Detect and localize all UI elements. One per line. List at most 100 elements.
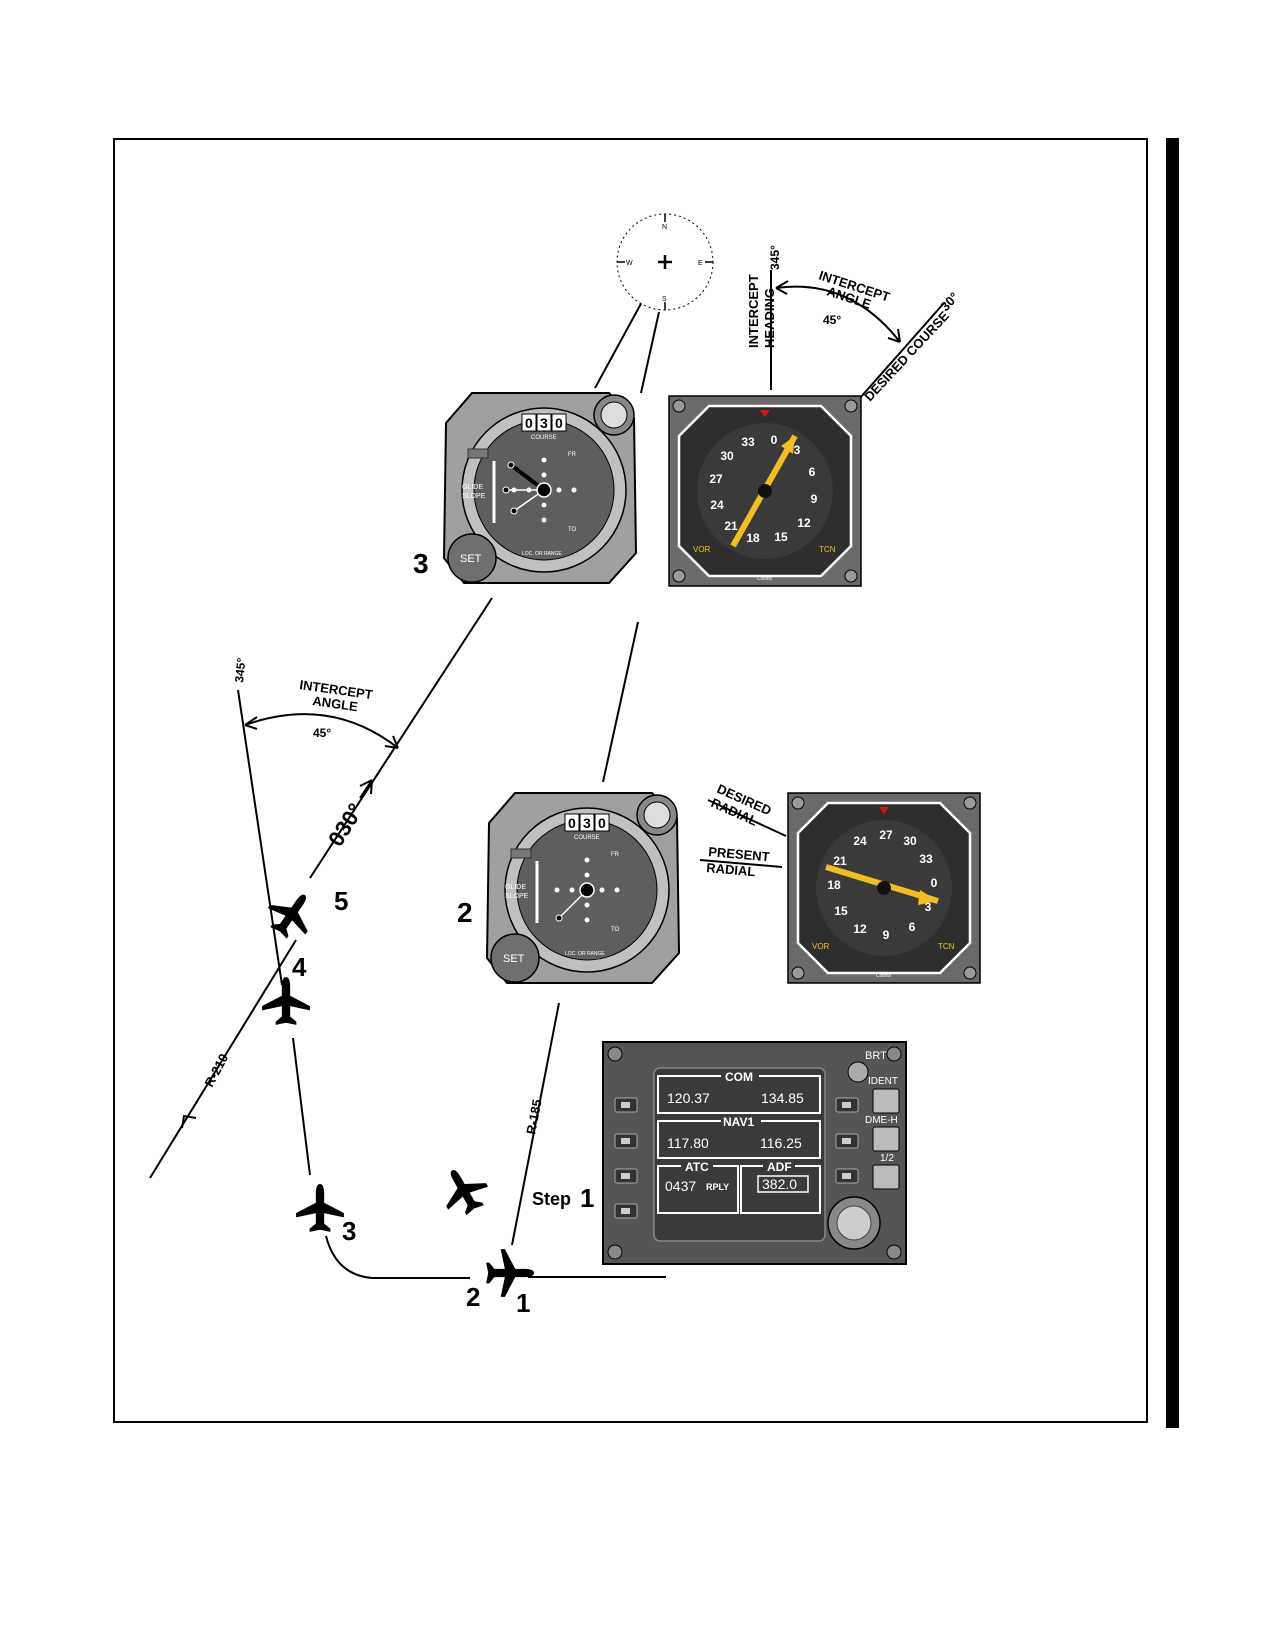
cdi3-glide: GLIDE <box>462 484 483 491</box>
hsi2-tick-30: 30 <box>903 834 917 848</box>
hsi3-tick-30: 30 <box>720 449 734 463</box>
brt-label: BRT <box>865 1050 887 1062</box>
hsi2-tick-0: 0 <box>931 876 938 890</box>
hsi2-vor: VOR <box>812 942 830 951</box>
hsi2-tick-33: 33 <box>919 852 933 866</box>
hsi3-tick-15: 15 <box>774 530 788 544</box>
cdi3-course-digit-1: 0 <box>525 415 533 431</box>
cdi2-slope: SLOPE <box>505 893 529 900</box>
cdi3-slope: SLOPE <box>462 493 486 500</box>
position-label-1: 1 <box>516 1288 530 1318</box>
hsi3-lubber <box>760 410 770 417</box>
cdi-middle: 0 3 0 COURSE GLIDE SLOPE FR TO LOC. OR R… <box>485 792 681 984</box>
angle-45-right: 45° <box>823 313 841 327</box>
hsi3-tick-6: 6 <box>809 465 816 479</box>
cdi3-set-knob: SET <box>460 553 482 565</box>
hsi3-tick-12: 12 <box>797 516 811 530</box>
hsi2-tick-27: 27 <box>879 828 893 842</box>
com-title: COM <box>725 1070 753 1084</box>
intercept-heading-label-1: INTERCEPT <box>746 274 761 348</box>
cdi-upper: 0 3 0 COURSE GLIDE SLOPE FR TO LOC. OR R… <box>442 392 638 584</box>
compass-e: E <box>698 260 703 267</box>
present-radial-label-1: PRESENT <box>708 844 771 864</box>
plane-position-3 <box>296 1184 344 1232</box>
flight-path <box>149 299 666 1279</box>
radial-185-label: R-185 <box>523 1098 544 1136</box>
radial-210-line <box>149 939 297 1179</box>
position-label-5: 5 <box>334 886 348 916</box>
hsi3-tick-33: 33 <box>741 435 755 449</box>
angle-label-left: ANGLE <box>312 693 359 714</box>
dme-hold-button[interactable] <box>872 1126 900 1152</box>
cdi2-course-digit-2: 3 <box>583 815 591 831</box>
cdi2-range-label: LOC. OR RANGE <box>565 951 605 957</box>
left-select-buttons <box>614 1097 638 1219</box>
position-label-4: 4 <box>292 952 307 982</box>
cdi3-range-label: LOC. OR RANGE <box>522 551 562 557</box>
compass-n: N <box>662 224 667 231</box>
cdi2-set-knob: SET <box>503 953 525 965</box>
hsi3-tick-21: 21 <box>724 519 738 533</box>
hsi3-tcn: TCN <box>819 545 836 554</box>
atc-code: 0437 <box>665 1178 696 1194</box>
cdi2-course-digit-1: 0 <box>568 815 576 831</box>
ident-label: IDENT <box>868 1076 898 1087</box>
figure-frame <box>113 138 1148 1423</box>
hsi2-tick-24: 24 <box>853 834 867 848</box>
cdi2-course-label: COURSE <box>574 835 600 841</box>
dme-label: DME-H <box>865 1115 898 1126</box>
adf-title: ADF <box>767 1160 792 1174</box>
nav-active-freq: 117.80 <box>667 1135 709 1151</box>
nav-standby-freq: 116.25 <box>760 1135 802 1151</box>
step-word: Step <box>532 1189 571 1209</box>
atc-title: ATC <box>685 1160 709 1174</box>
compass-s: S <box>662 296 667 303</box>
com-standby-freq: 134.85 <box>761 1090 804 1106</box>
cdi2-course-digit-3: 0 <box>598 815 606 831</box>
atc-mode: RPLY <box>706 1182 729 1192</box>
hsi2-tick-12: 12 <box>853 922 867 936</box>
hsi2-tick-9: 9 <box>883 928 890 942</box>
nav-title: NAV1 <box>723 1115 754 1129</box>
hsi2-tick-15: 15 <box>834 904 848 918</box>
brightness-knob[interactable] <box>847 1061 869 1083</box>
hsi2-tick-3: 3 <box>925 900 932 914</box>
hsi3-tick-24: 24 <box>710 498 724 512</box>
cdi3-course-digit-3: 0 <box>555 415 563 431</box>
course-030-label: 030° <box>323 799 368 851</box>
hsi2-tick-21: 21 <box>833 854 847 868</box>
cdi3-fr-top: FR <box>568 452 577 458</box>
line-345 <box>237 689 283 986</box>
adf-freq: 382.0 <box>762 1176 797 1192</box>
cdi3-course-label: COURSE <box>531 435 557 441</box>
half-button[interactable] <box>872 1164 900 1190</box>
hsi3-tick-27: 27 <box>709 472 723 486</box>
change-bar <box>1166 138 1179 1428</box>
present-radial-label-2: RADIAL <box>706 860 756 879</box>
cdi2-to-bottom: TO <box>611 927 620 933</box>
hsi2-lubber <box>879 807 889 814</box>
hsi2-brand: Collins <box>876 973 892 979</box>
desired-course-label: DESIRED COURSE <box>861 308 952 404</box>
ident-button[interactable] <box>872 1088 900 1114</box>
radio-control-panel: COM 120.37 134.85 NAV1 117.80 116.25 ATC… <box>602 1041 907 1265</box>
hsi3-tick-18: 18 <box>746 531 760 545</box>
radial-210-label: R-210 <box>201 1051 231 1089</box>
plane-ghost <box>432 1158 496 1222</box>
cdi3-course-digit-2: 3 <box>540 415 548 431</box>
hsi2-tick-18: 18 <box>827 878 841 892</box>
position-label-2: 2 <box>466 1282 480 1312</box>
cdi2-fr-top: FR <box>611 852 620 858</box>
hsi-lower: 27 30 33 0 3 6 9 12 15 18 21 24 VOR TCN … <box>787 792 981 984</box>
compass-w: W <box>626 260 633 267</box>
radial-185-line <box>511 1002 560 1246</box>
heading-345-left: 345° <box>232 657 249 683</box>
cdi3-to-bottom: TO <box>568 527 577 533</box>
hsi3-tick-3: 3 <box>794 443 801 457</box>
course-030-line <box>309 597 493 879</box>
intercept-heading-label-2: HEADING <box>762 288 777 348</box>
compass-rose: N E S W <box>616 213 714 311</box>
plane-position-5 <box>259 881 324 947</box>
